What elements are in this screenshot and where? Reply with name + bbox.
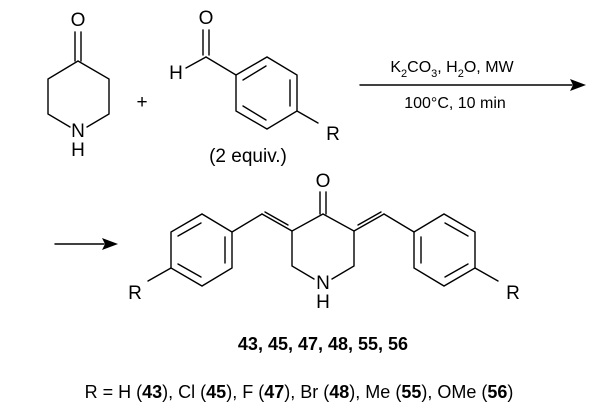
paren-open: ( [476, 382, 487, 402]
separator: , [290, 382, 300, 402]
product-central-ring [291, 213, 355, 280]
substituent-compound-id: 47 [264, 382, 284, 402]
substituent-group: Me [365, 382, 390, 402]
paren-open: ( [253, 382, 264, 402]
aldehyde-hydrogen: H [169, 63, 183, 84]
left-benzene-inner-bonds [177, 222, 226, 278]
substituent-compound-id: 55 [401, 382, 421, 402]
right-benzene-inner-bonds [420, 222, 469, 278]
benzaldehyde-r-bond [296, 110, 319, 124]
aldehyde-oxygen: O [199, 8, 214, 29]
piperidinone-structure: O N H [47, 10, 110, 161]
separator: , [232, 382, 242, 402]
substituent-compound-id: 43 [142, 382, 162, 402]
substituent-group: Br [300, 382, 318, 402]
right-aryl-link [383, 213, 415, 233]
conditions-temp-time: 100°C, 10 min [404, 95, 506, 112]
product-nitrogen: N [316, 273, 330, 294]
piperidinone-ring [47, 60, 110, 128]
substituent-compound-id: 48 [329, 382, 349, 402]
paren-close: ) [507, 382, 513, 402]
paren-close: ) [226, 382, 232, 402]
product-nh-hydrogen: H [316, 292, 330, 313]
substituent-group: H [118, 382, 131, 402]
paren-close: ) [162, 382, 168, 402]
separator: , [427, 382, 437, 402]
substituent-group: Cl [178, 382, 195, 402]
paren-close: ) [349, 382, 355, 402]
benzaldehyde-ring [235, 56, 298, 130]
substituent-list: R = H (43), Cl (45), F (47), Br (48), Me… [85, 382, 514, 402]
equivalents-note: (2 equiv.) [209, 146, 287, 167]
reaction-conditions: K2CO3, H2O, MW 100°C, 10 min [359, 59, 586, 112]
separator: , [355, 382, 365, 402]
substituent-compound-id: 45 [206, 382, 226, 402]
paren-open: ( [131, 382, 142, 402]
left-r-bond [147, 267, 172, 282]
right-alkene-bond [353, 213, 385, 232]
benzaldehyde-structure: O H R (2 equiv.) [169, 8, 340, 167]
substituent-compound-id: 56 [487, 382, 507, 402]
left-aryl-link [231, 213, 263, 233]
separator: , [168, 382, 178, 402]
continuation-arrow-head [102, 238, 118, 250]
left-benzene-ring [170, 213, 233, 287]
substituent-group: OMe [437, 382, 476, 402]
benzaldehyde-ring-inner-bonds [242, 65, 291, 121]
left-alkene-bond [261, 213, 293, 232]
right-r-bond [474, 267, 499, 282]
product-structure: O N H R R [128, 171, 520, 313]
right-alkene-bond-inner [357, 211, 382, 226]
substituent-prefix: R = [85, 382, 119, 402]
piperidinone-oxygen: O [71, 10, 86, 31]
reaction-arrow-head [570, 79, 586, 91]
product-oxygen: O [316, 171, 331, 192]
paren-close: ) [284, 382, 290, 402]
paren-open: ( [195, 382, 206, 402]
product-r-group-right: R [506, 283, 520, 304]
plus-sign: + [136, 92, 147, 113]
conditions-reagents: K2CO3, H2O, MW [390, 59, 514, 80]
product-r-group-left: R [128, 283, 142, 304]
substituent-group: F [242, 382, 253, 402]
paren-open: ( [318, 382, 329, 402]
product-compound-ids: 43, 45, 47, 48, 55, 56 [238, 334, 408, 354]
paren-open: ( [390, 382, 401, 402]
aldehyde-h-bond [185, 56, 207, 69]
benzaldehyde-r-group: R [326, 124, 340, 145]
paren-close: ) [421, 382, 427, 402]
right-benzene-ring [413, 213, 476, 287]
piperidinone-nitrogen: N [71, 121, 85, 142]
piperidinone-nh-hydrogen: H [71, 140, 85, 161]
aldehyde-ring-bond [205, 56, 237, 76]
left-alkene-bond-inner [264, 211, 289, 226]
